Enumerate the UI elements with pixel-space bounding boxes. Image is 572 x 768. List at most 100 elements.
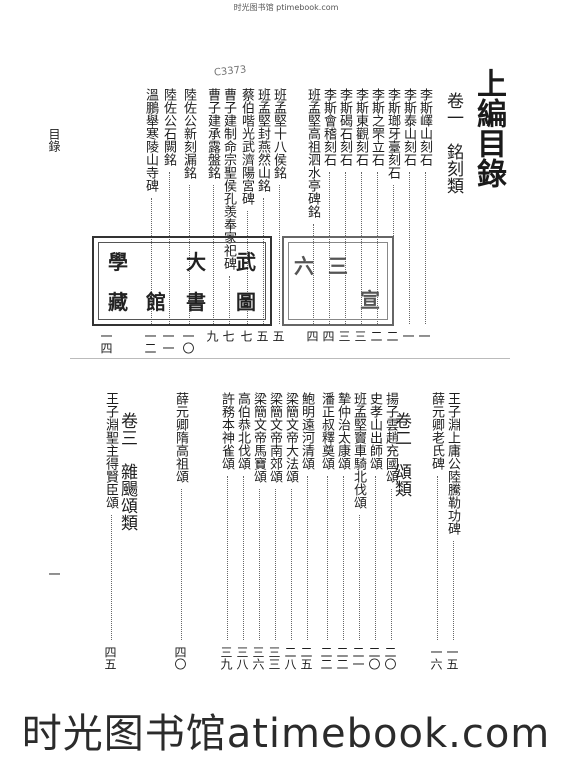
toc-page-number: 一二 <box>143 330 157 354</box>
toc-entry-title: 溫鵬舉寒陵山寺碑 <box>143 88 158 192</box>
toc-entry-title: 高伯恭北伐頌 <box>235 392 250 470</box>
stamp-char: 圖 <box>236 290 256 314</box>
toc-entry-title: 史孝山出師頌 <box>367 392 382 470</box>
toc-page-number: 四五 <box>103 646 117 670</box>
toc-entry-title: 班孟堅高祖泗水亭碑銘 <box>305 88 320 218</box>
toc-page-number: 三六 <box>251 646 265 670</box>
toc-entry-title: 李斯嶧山刻石 <box>417 88 432 166</box>
leader-dots <box>307 476 308 640</box>
toc-page-number: 二五 <box>299 646 313 670</box>
toc-page-number: 二二 <box>335 646 349 670</box>
stamp-char: 藏 <box>108 290 128 314</box>
volume-heading-2: 卷二 頌類 <box>391 412 411 497</box>
leader-dots <box>377 172 378 324</box>
leader-dots <box>453 541 454 640</box>
toc-entry-title: 班孟堅竇車騎北伐頌 <box>351 392 366 509</box>
leader-dots <box>313 224 314 324</box>
leader-dots <box>343 476 344 640</box>
margin-page-number: 一 <box>47 568 61 580</box>
toc-page-number: 二 <box>385 330 399 342</box>
site-header: 时光图书馆 ptimebook.com <box>233 3 339 12</box>
toc-entry-title: 李斯東觀刻石 <box>353 88 368 166</box>
stamp-char: 館 <box>146 290 166 314</box>
leader-dots <box>329 172 330 324</box>
stamp-char: 書 <box>186 290 206 314</box>
leader-dots <box>437 476 438 640</box>
toc-page-number: 五 <box>271 330 285 342</box>
pencil-note: C3373 <box>213 64 247 79</box>
toc-entry-title: 李斯會稽刻石 <box>321 88 336 166</box>
library-stamp-right: 武 圖 大 書 學 館 藏 <box>92 236 272 326</box>
toc-entry-title: 班孟堅十八侯銘 <box>271 88 286 179</box>
leader-dots <box>229 276 230 324</box>
stamp-char: 學 <box>108 250 128 274</box>
page-title: 上編目錄 <box>471 68 506 188</box>
toc-entry-title: 梁簡文帝馬寶頌 <box>251 392 266 483</box>
leader-dots <box>375 476 376 640</box>
toc-page-number: 一五 <box>445 646 459 670</box>
footer-watermark: 时光图书馆atimebook.com <box>0 700 572 768</box>
toc-entry-title: 梁簡文帝大法頌 <box>283 392 298 483</box>
toc-page-number: 三九 <box>219 646 233 670</box>
toc-entry-title: 梁簡文帝南郊頌 <box>267 392 282 483</box>
leader-dots <box>359 515 360 640</box>
leader-dots <box>151 198 152 324</box>
stamp-char: 大 <box>186 250 206 274</box>
toc-page-number: 一 <box>417 330 431 342</box>
leader-dots <box>227 476 228 640</box>
library-stamp-left: 六 三 宣 <box>282 236 394 326</box>
toc-entry-title: 鮑明遠河清頌 <box>299 392 314 470</box>
leader-dots <box>189 185 190 324</box>
volume-heading-1: 卷一 銘刻類 <box>443 92 463 194</box>
leader-dots <box>327 476 328 640</box>
toc-page-number: 三三 <box>267 646 281 670</box>
stamp-char: 武 <box>236 250 256 274</box>
leader-dots <box>345 172 346 324</box>
toc-page-number: 九 <box>205 330 219 342</box>
toc-page-number: 二〇 <box>367 646 381 670</box>
leader-dots <box>361 172 362 324</box>
stamp-inner-border <box>98 242 266 320</box>
toc-page-number: 七 <box>239 330 253 342</box>
leader-dots <box>425 172 426 324</box>
toc-entry-title: 王子淵上庸公陸騰勒功碑 <box>445 392 460 535</box>
toc-page-number: 三八 <box>235 646 249 670</box>
toc-entry-title: 薛元卿老氏碑 <box>429 392 444 470</box>
leader-dots <box>275 489 276 640</box>
toc-page-number: 二〇 <box>383 646 397 670</box>
margin-label: 目錄 <box>47 128 61 152</box>
leader-dots <box>181 489 182 640</box>
toc-entry-title: 許務本神雀頌 <box>219 392 234 470</box>
toc-page-number: 三 <box>353 330 367 342</box>
toc-entry-title: 陸佐公石闕銘 <box>161 88 176 166</box>
toc-entry-title: 李斯之罘立石 <box>369 88 384 166</box>
leader-dots <box>291 489 292 640</box>
toc-entry-title: 李斯瑯牙臺刻石 <box>385 88 400 179</box>
leader-dots <box>213 185 214 324</box>
toc-entry-title: 揚子雲趙充國頌 <box>383 392 398 483</box>
leader-dots <box>279 185 280 324</box>
toc-entry-title: 摯仲治太康頌 <box>335 392 350 470</box>
leader-dots <box>243 476 244 640</box>
toc-page-number: 五 <box>255 330 269 342</box>
toc-page: 上編目錄 卷一 銘刻類 李斯嶧山刻石一 李斯泰山刻石一 李斯瑯牙臺刻石二 李斯之罘立石… <box>47 64 510 670</box>
toc-entry-title: 蔡伯喈光武濟陽宮碑 <box>239 88 254 205</box>
stamp-inner-border <box>288 242 388 320</box>
leader-dots <box>391 489 392 640</box>
toc-entry-title: 李斯泰山刻石 <box>401 88 416 166</box>
section-divider <box>70 358 510 359</box>
toc-entry-title: 李斯碣石刻石 <box>337 88 352 166</box>
toc-page-number: 二八 <box>283 646 297 670</box>
toc-page-number: 四〇 <box>173 646 187 670</box>
toc-page-number: 一四 <box>99 330 113 354</box>
leader-dots <box>247 211 248 324</box>
stamp-char: 宣 <box>360 288 380 312</box>
toc-entry-title: 陸佐公新刻漏銘 <box>181 88 196 179</box>
toc-page-number: 四 <box>305 330 319 342</box>
stamp-char: 三 <box>328 254 348 278</box>
toc-entry-title: 曹子建制命宗聖侯孔羡奉家祀碑 <box>221 88 236 270</box>
toc-page-number: 二 <box>369 330 383 342</box>
toc-page-number: 一〇 <box>181 330 195 354</box>
toc-entry-title: 王子淵聖主得賢臣頌 <box>103 392 118 509</box>
toc-page-number: 四 <box>321 330 335 342</box>
